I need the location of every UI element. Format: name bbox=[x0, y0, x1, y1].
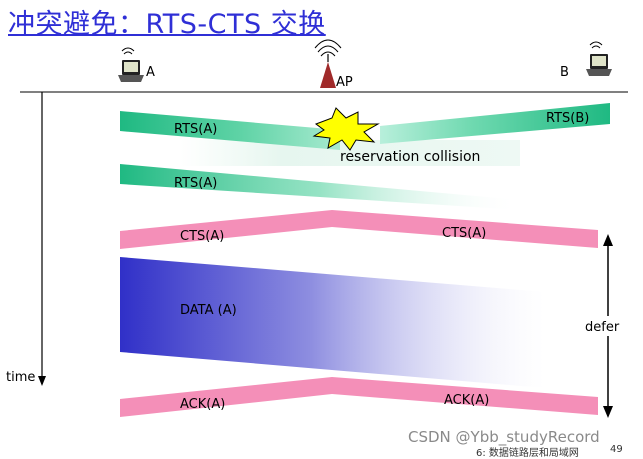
rts-a-label-1: RTS(A) bbox=[174, 122, 217, 137]
ack-a-label-right: ACK(A) bbox=[444, 393, 489, 408]
data-a-band bbox=[120, 257, 545, 388]
slide-title: 冲突避免：RTS-CTS 交换 bbox=[8, 9, 326, 40]
page-number: 49 bbox=[610, 444, 623, 455]
defer-label-bg bbox=[583, 316, 633, 336]
rts-a-band-1 bbox=[120, 111, 340, 150]
node-ap-label: AP bbox=[336, 75, 353, 90]
ack-a-band bbox=[120, 377, 598, 417]
cts-a-label-left: CTS(A) bbox=[180, 229, 224, 244]
collision-star-icon bbox=[312, 107, 380, 151]
laptop-a-icon bbox=[118, 47, 144, 82]
defer-label: defer bbox=[585, 320, 620, 335]
ack-a-label-left: ACK(A) bbox=[180, 397, 225, 412]
cts-a-label-right: CTS(A) bbox=[442, 226, 486, 241]
access-point-icon bbox=[314, 39, 342, 88]
node-a-label: A bbox=[146, 65, 155, 80]
data-a-label: DATA (A) bbox=[180, 303, 237, 318]
footer-chapter: 6: 数据链路层和局域网 bbox=[476, 448, 579, 459]
time-axis bbox=[38, 92, 46, 386]
time-label: time bbox=[6, 370, 35, 385]
rts-b-label: RTS(B) bbox=[546, 111, 589, 126]
collision-label: reservation collision bbox=[340, 149, 480, 165]
rts-b-band bbox=[380, 103, 610, 144]
rts-a-band-2 bbox=[120, 164, 520, 210]
rts-a-label-2: RTS(A) bbox=[174, 176, 217, 191]
node-b-label: B bbox=[560, 65, 569, 80]
collision-shadow bbox=[180, 140, 520, 166]
cts-a-band bbox=[120, 210, 598, 249]
laptop-b-icon bbox=[586, 41, 612, 76]
csdn-watermark: CSDN @Ybb_studyRecord bbox=[408, 428, 600, 446]
